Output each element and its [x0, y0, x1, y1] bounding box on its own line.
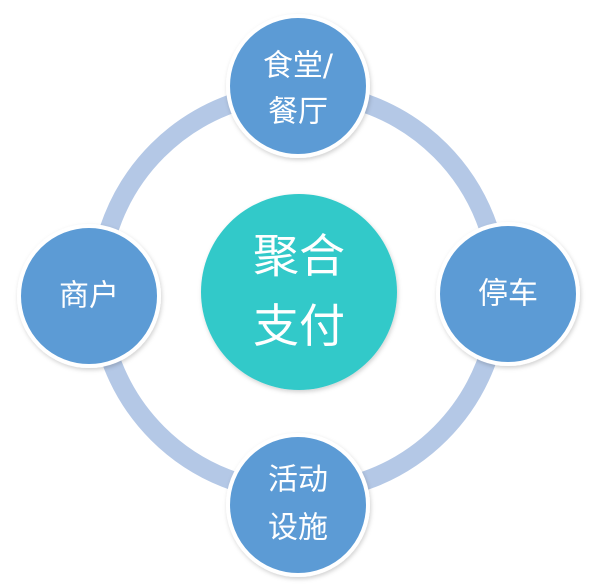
- node-canteen-label-line2: 餐厅: [268, 95, 328, 130]
- center-node: 聚合 支付: [201, 194, 397, 390]
- node-activity-label-line1: 活动: [268, 463, 328, 498]
- node-activity-label-line2: 设施: [268, 511, 328, 546]
- center-label-line1: 聚合: [253, 229, 345, 283]
- node-canteen-restaurant: 食堂/ 餐厅: [226, 14, 370, 158]
- node-canteen-label-line1: 食堂/: [263, 49, 334, 84]
- center-label-line2: 支付: [253, 299, 345, 353]
- node-activity-facilities: 活动 设施: [226, 433, 370, 577]
- node-merchants: 商户: [17, 224, 161, 368]
- node-parking: 停车: [436, 222, 580, 366]
- node-parking-label: 停车: [478, 277, 538, 312]
- node-merchants-label: 商户: [59, 279, 119, 314]
